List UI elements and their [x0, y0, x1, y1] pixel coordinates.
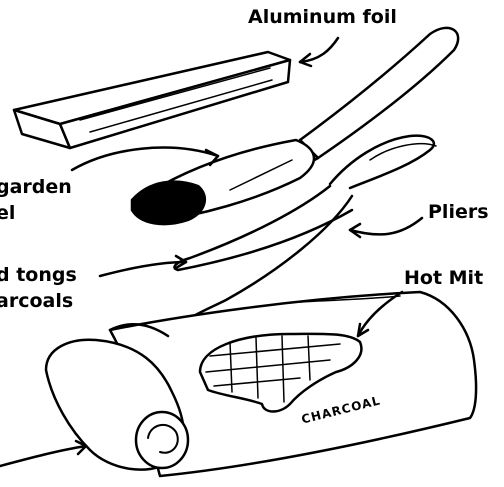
- label-tongs-line2: arcoals: [0, 292, 73, 311]
- towel-pointer-arrow: [0, 446, 86, 466]
- label-tongs-line1: d tongs: [0, 266, 77, 285]
- label-garden-trowel-line1: garden: [0, 178, 72, 197]
- label-pliers: Pliers: [428, 203, 489, 222]
- trowel-pointer-arrow: [72, 148, 218, 170]
- label-aluminum-foil: Aluminum foil: [248, 8, 397, 27]
- garden-trowel: [132, 28, 458, 224]
- tongs-pointer-arrow: [100, 262, 186, 276]
- aluminum-foil-box: [14, 52, 290, 148]
- label-garden-trowel-line2: el: [0, 204, 15, 223]
- pliers-pointer-arrow: [350, 218, 422, 234]
- label-hot-mitt: Hot Mit: [404, 269, 483, 288]
